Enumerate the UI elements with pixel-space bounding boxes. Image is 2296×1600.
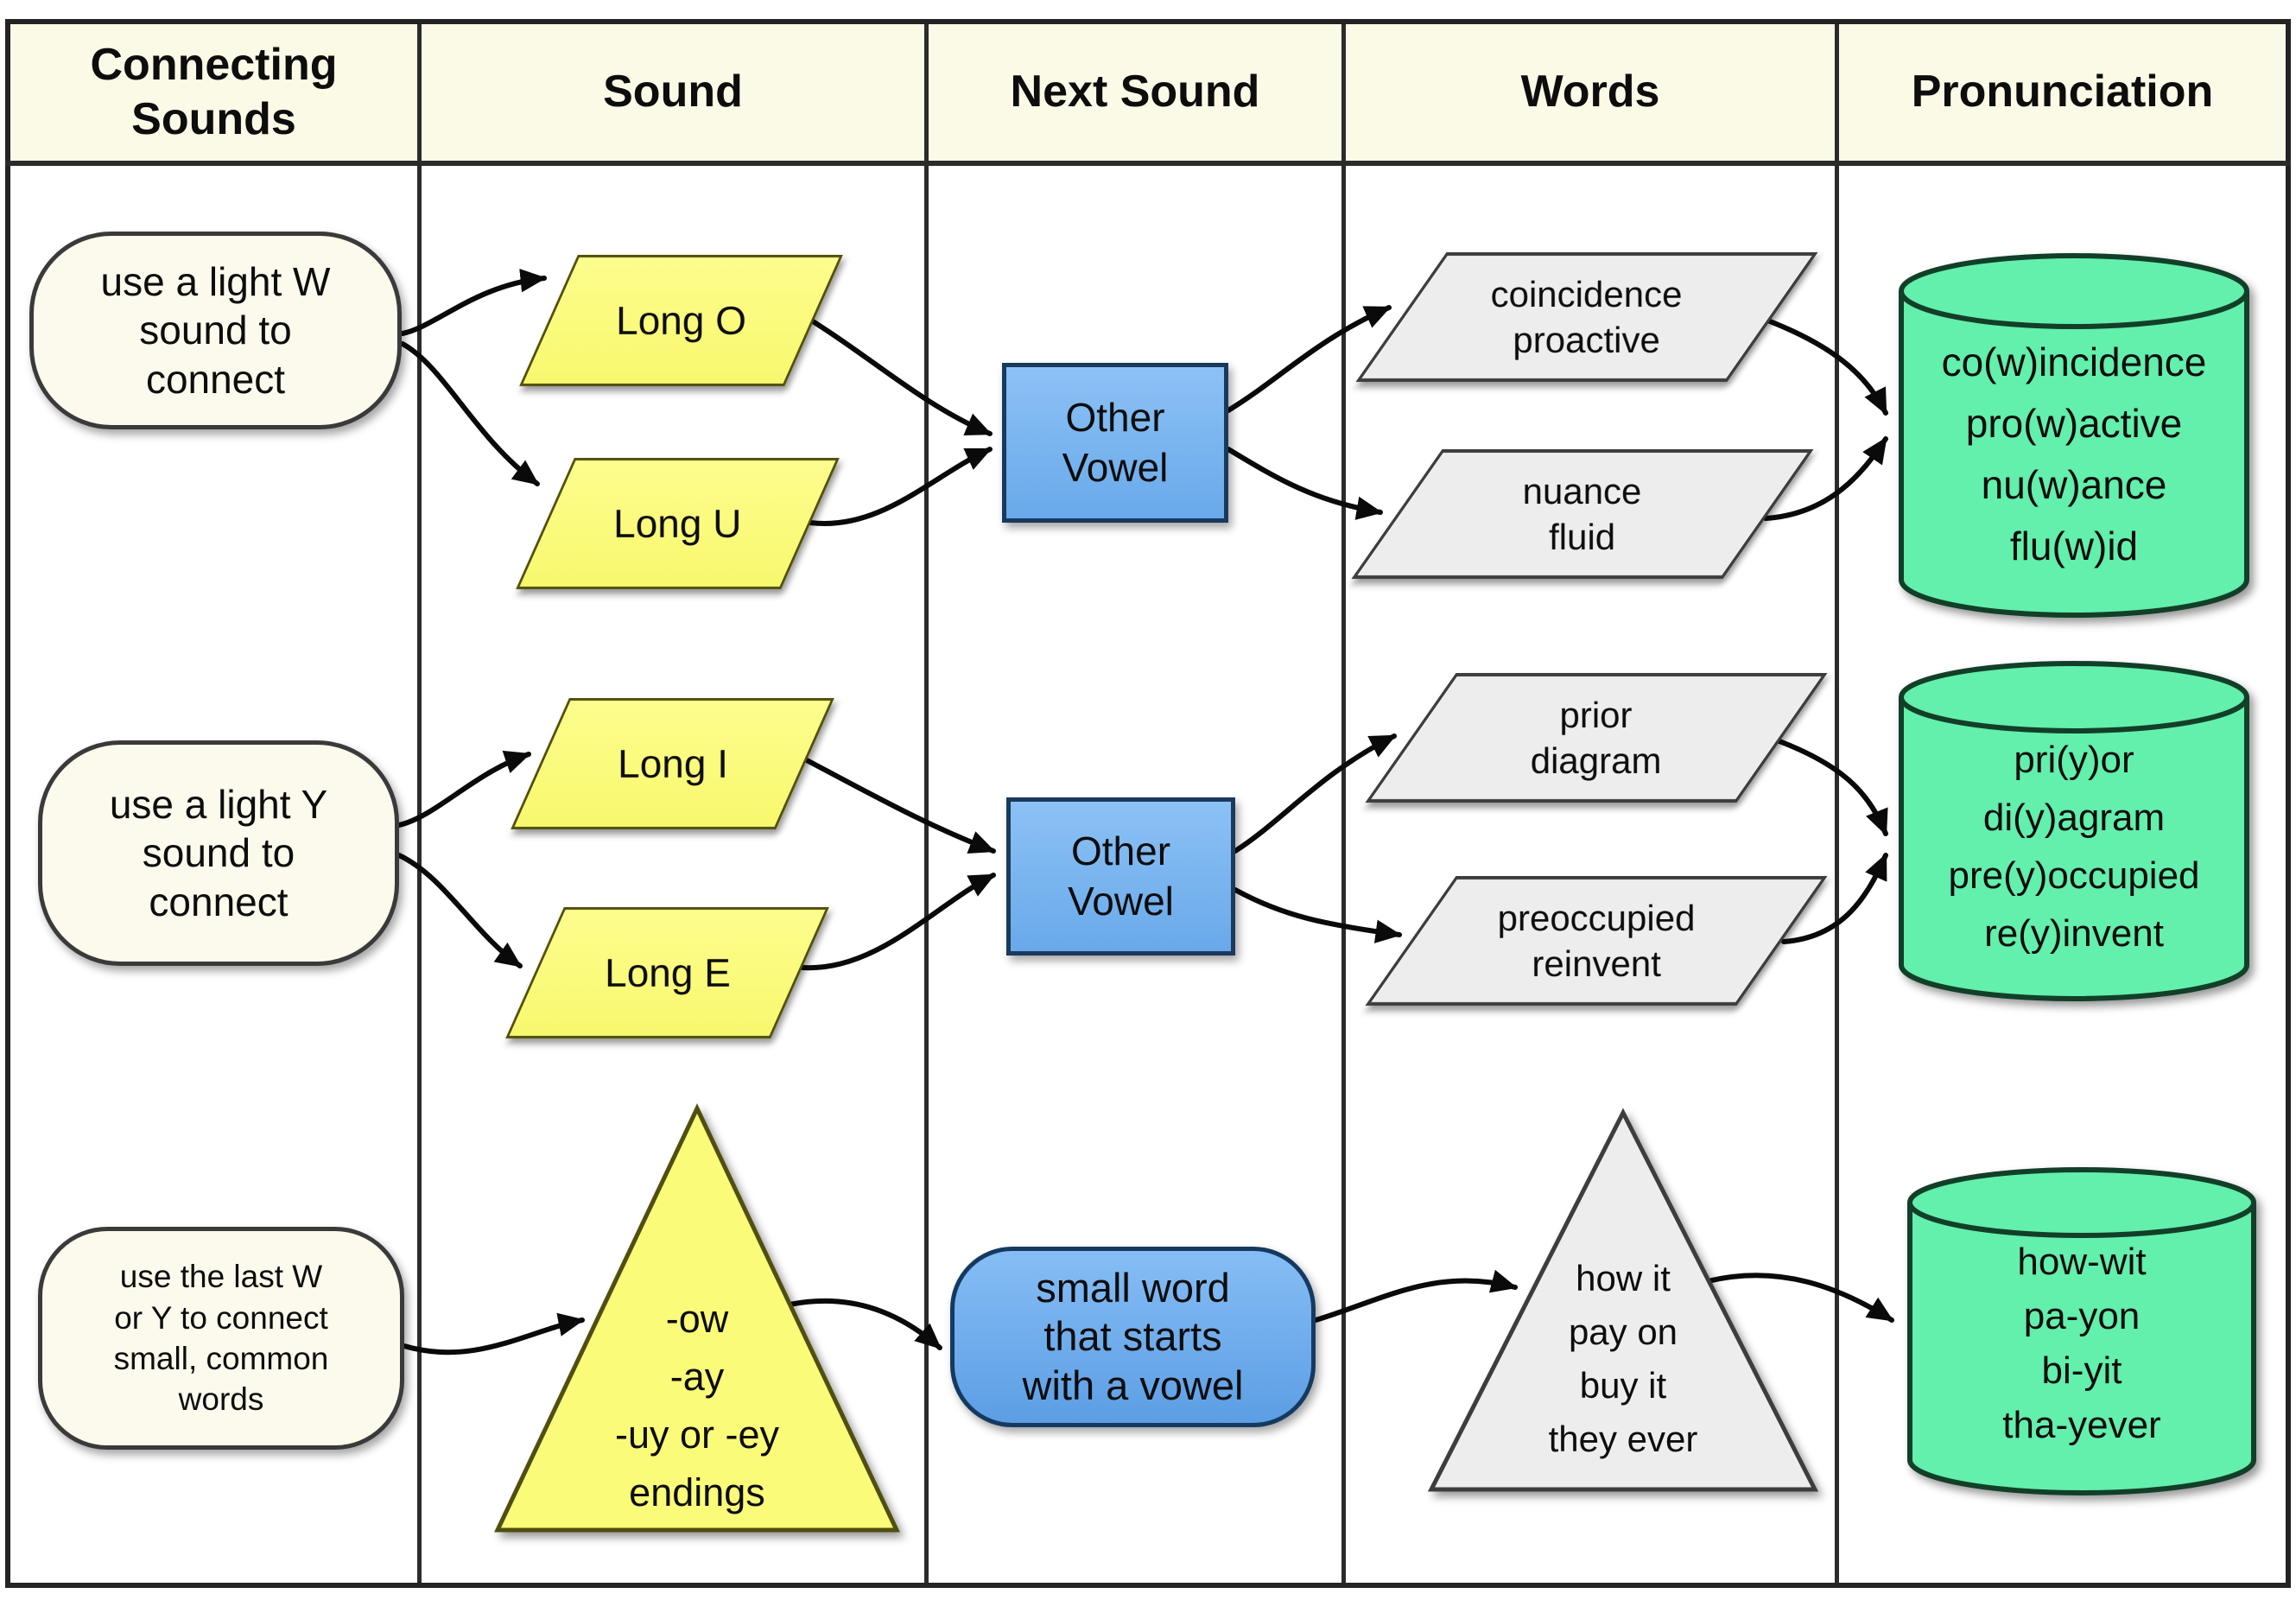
sound-label-long-i: Long I (617, 741, 728, 786)
column-header-sound: Sound (603, 67, 743, 117)
words-triangle-examples (1427, 1108, 1819, 1492)
pronunciation-cylinder-row3 (1907, 1167, 2256, 1495)
next-sound-box-row2: Other Vowel (1006, 797, 1235, 956)
sound-triangle-text: -ow -ay -uy or -ey endings (614, 1297, 780, 1514)
column-header-words: Words (1520, 67, 1660, 117)
hint-terminator-last-w-or-y: use the last W or Y to connect small, co… (38, 1227, 404, 1450)
words-label-coincidence: coincidence proactive (1491, 273, 1683, 360)
column-divider-2 (924, 24, 929, 1583)
sound-label-long-o: Long O (616, 298, 746, 343)
pronunciation-text-row1: co(w)incidence pro(w)active nu(w)ance fl… (1941, 340, 2207, 568)
hint-terminator-light-w: use a light W sound to connect (29, 232, 402, 429)
column-header-connecting-sounds: Connecting Sounds (90, 39, 338, 144)
cylinder-top (1899, 661, 2249, 733)
column-divider-3 (1341, 24, 1346, 1583)
column-divider-4 (1835, 24, 1839, 1583)
header-separator (5, 161, 2291, 166)
cylinder-top (1907, 1167, 2256, 1238)
cylinder-top (1899, 253, 2249, 329)
next-sound-terminator-small-word: small word that starts with a vowel (950, 1247, 1316, 1427)
column-header-pronunciation: Pronunciation (1911, 67, 2214, 117)
triangle-shape (494, 1103, 900, 1533)
sound-label-long-u: Long U (613, 501, 742, 546)
header-row-background (10, 24, 2286, 161)
pronunciation-text-row3: how-wit pa-yon bi-yit tha-yever (2002, 1241, 2161, 1446)
words-triangle-text: how it pay on buy it they ever (1548, 1258, 1698, 1459)
words-label-nuance: nuance fluid (1523, 470, 1642, 557)
cylinder-body (1899, 291, 2249, 618)
column-header-next-sound: Next Sound (1010, 67, 1260, 117)
hint-terminator-light-y: use a light Y sound to connect (38, 740, 399, 966)
pronunciation-text-row2: pri(y)or di(y)agram pre(y)occupied re(y)… (1948, 739, 2200, 955)
words-label-prior: prior diagram (1531, 694, 1662, 781)
sound-triangle-endings (494, 1103, 900, 1533)
column-divider-1 (417, 24, 422, 1583)
pronunciation-cylinder-row2 (1899, 661, 2249, 1001)
triangle-shape (1427, 1108, 1819, 1492)
cylinder-body (1899, 697, 2249, 1001)
sound-label-long-e: Long E (604, 950, 731, 995)
pronunciation-cylinder-row1 (1899, 253, 2249, 618)
words-label-preoccupied: preoccupied reinvent (1497, 897, 1696, 984)
next-sound-box-row1: Other Vowel (1002, 363, 1228, 523)
cylinder-body (1907, 1203, 2256, 1495)
